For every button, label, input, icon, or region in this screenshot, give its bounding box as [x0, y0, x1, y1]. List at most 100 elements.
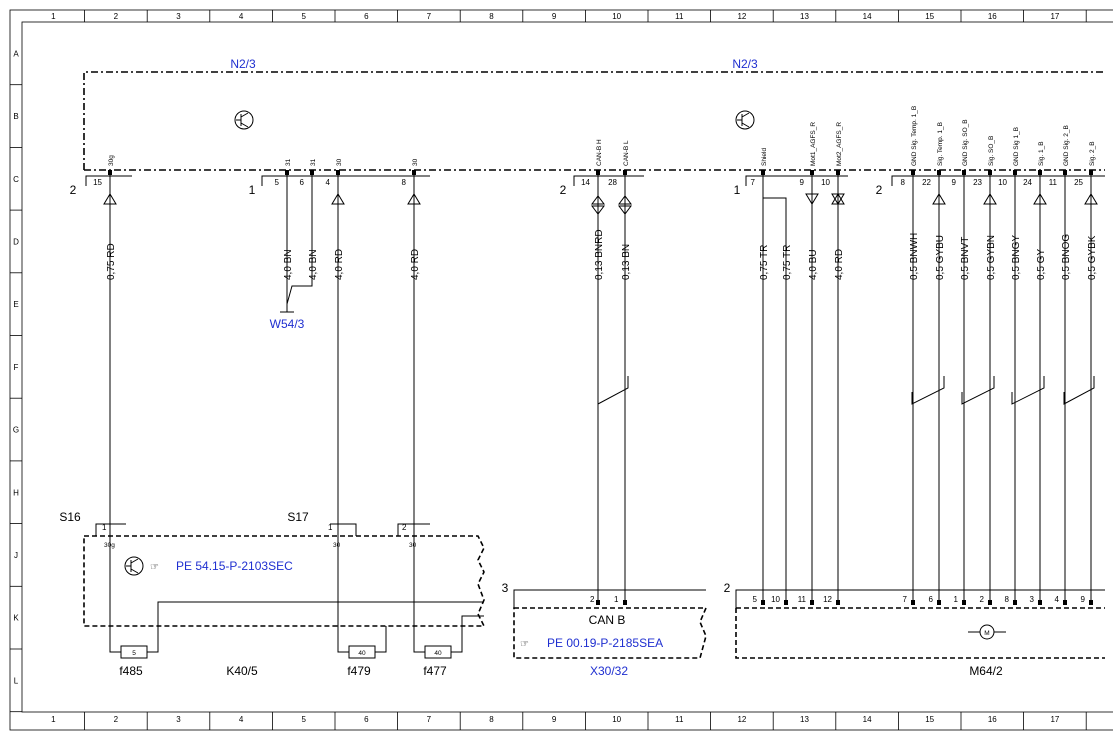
pin-number: 2 — [980, 595, 985, 604]
row-label: G — [13, 426, 19, 435]
pe-ref-link[interactable]: PE 54.15-P-2103SEC — [176, 559, 293, 573]
m64-conn-outline — [735, 589, 1105, 608]
pin-terminal — [761, 170, 765, 175]
x30-32-box — [513, 607, 708, 659]
pin-terminal — [108, 170, 112, 175]
pin-terminal — [937, 170, 941, 175]
wire-label: 0,5 GYBN — [986, 235, 997, 280]
arrow-down-icon — [831, 193, 845, 205]
wire-label: 4,0 BN — [308, 249, 319, 280]
pin-number: 11 — [1049, 178, 1058, 187]
column-label: 12 — [737, 715, 746, 724]
x30-32-label[interactable]: X30/32 — [590, 664, 628, 678]
pin-terminal — [810, 170, 814, 175]
pin-number: 10 — [771, 595, 780, 604]
column-label: 1 — [51, 12, 56, 21]
pointing-hand-icon: ☞ — [150, 562, 159, 573]
column-label: 13 — [800, 715, 809, 724]
column-label: 7 — [427, 12, 432, 21]
row-label: B — [13, 112, 18, 121]
pin-terminal — [1089, 170, 1093, 175]
arrow-up-icon — [103, 193, 117, 205]
twist-mark — [1011, 376, 1045, 405]
column-label: 2 — [114, 12, 119, 21]
pin-terminal — [911, 600, 915, 605]
pin-terminal — [1013, 600, 1017, 605]
row-label: E — [13, 300, 18, 309]
k40-terminal: 30g — [104, 542, 115, 549]
n2-3-label-right[interactable]: N2/3 — [732, 57, 758, 71]
shield-branch — [762, 176, 787, 240]
m64-2-label: M64/2 — [969, 664, 1003, 678]
fuse: 40 f477 — [413, 626, 463, 678]
pin-terminal — [336, 170, 340, 175]
wire: 0,75 TR — [782, 240, 793, 600]
fuse-name: f477 — [423, 664, 447, 678]
pin-number: 15 — [93, 178, 102, 187]
column-label: 6 — [364, 12, 369, 21]
twist-mark — [597, 376, 629, 405]
wire-label: 0,5 BNOG — [1061, 234, 1072, 280]
pin-signal: 30 — [412, 158, 419, 166]
arrow-up-icon — [1033, 193, 1047, 205]
ground-symbol — [280, 258, 313, 313]
x30-pin: 2 — [590, 595, 595, 604]
frame-outer — [9, 9, 1113, 731]
pin-terminal — [761, 600, 765, 605]
fuse-rating: 5 — [132, 650, 136, 657]
pin-terminal — [310, 170, 314, 175]
frame-inner — [21, 21, 1113, 713]
pin-number: 9 — [1081, 595, 1086, 604]
pin-signal: 30 — [336, 158, 343, 166]
pin-signal: Sig. 1_B — [1038, 141, 1045, 166]
s16-label: S16 — [59, 510, 81, 524]
wire-label: 0,13 BN — [621, 244, 632, 280]
wire-label: 0,5 BNVT — [960, 237, 971, 280]
x30-pin: 1 — [614, 595, 619, 604]
fuse-rating: 40 — [434, 650, 442, 657]
pin-terminal — [937, 600, 941, 605]
n2-3-label-left[interactable]: N2/3 — [230, 57, 256, 71]
pe-ref-link[interactable]: PE 00.19-P-2185SEA — [547, 636, 663, 650]
arrow-down-icon — [805, 193, 819, 205]
pin-number: 5 — [275, 178, 280, 187]
column-label: 3 — [176, 715, 181, 724]
wire-label: 4,0 BN — [283, 249, 294, 280]
conn-outline — [891, 175, 1105, 186]
pin-terminal — [596, 170, 600, 175]
pin-signal: Mot2_AGFS_R — [836, 122, 843, 166]
pin-terminal — [836, 170, 840, 175]
transistor-icon — [234, 110, 254, 130]
column-label: 10 — [612, 12, 621, 21]
pin-terminal — [1038, 170, 1042, 175]
pin-signal: CAN-B L — [623, 140, 630, 166]
bidir-arrow-icon — [591, 195, 605, 215]
conn-outline — [85, 175, 132, 186]
w54-3-label[interactable]: W54/3 — [270, 317, 305, 331]
row-label: L — [14, 676, 19, 685]
column-label: 3 — [176, 12, 181, 21]
pin-number: 7 — [751, 178, 756, 187]
pin-signal: Sig. Temp. 1_B — [937, 122, 944, 166]
column-label: 11 — [675, 715, 684, 724]
wire-label: 0,5 BNWH — [909, 233, 920, 280]
can-b-label: CAN B — [589, 613, 626, 627]
column-label: 13 — [800, 12, 809, 21]
wire-label: 0,13 BNRD — [594, 229, 605, 280]
wire-label: 0,5 BNGY — [1011, 235, 1022, 280]
pin-signal: GND Sig. 2_B — [1063, 125, 1070, 166]
